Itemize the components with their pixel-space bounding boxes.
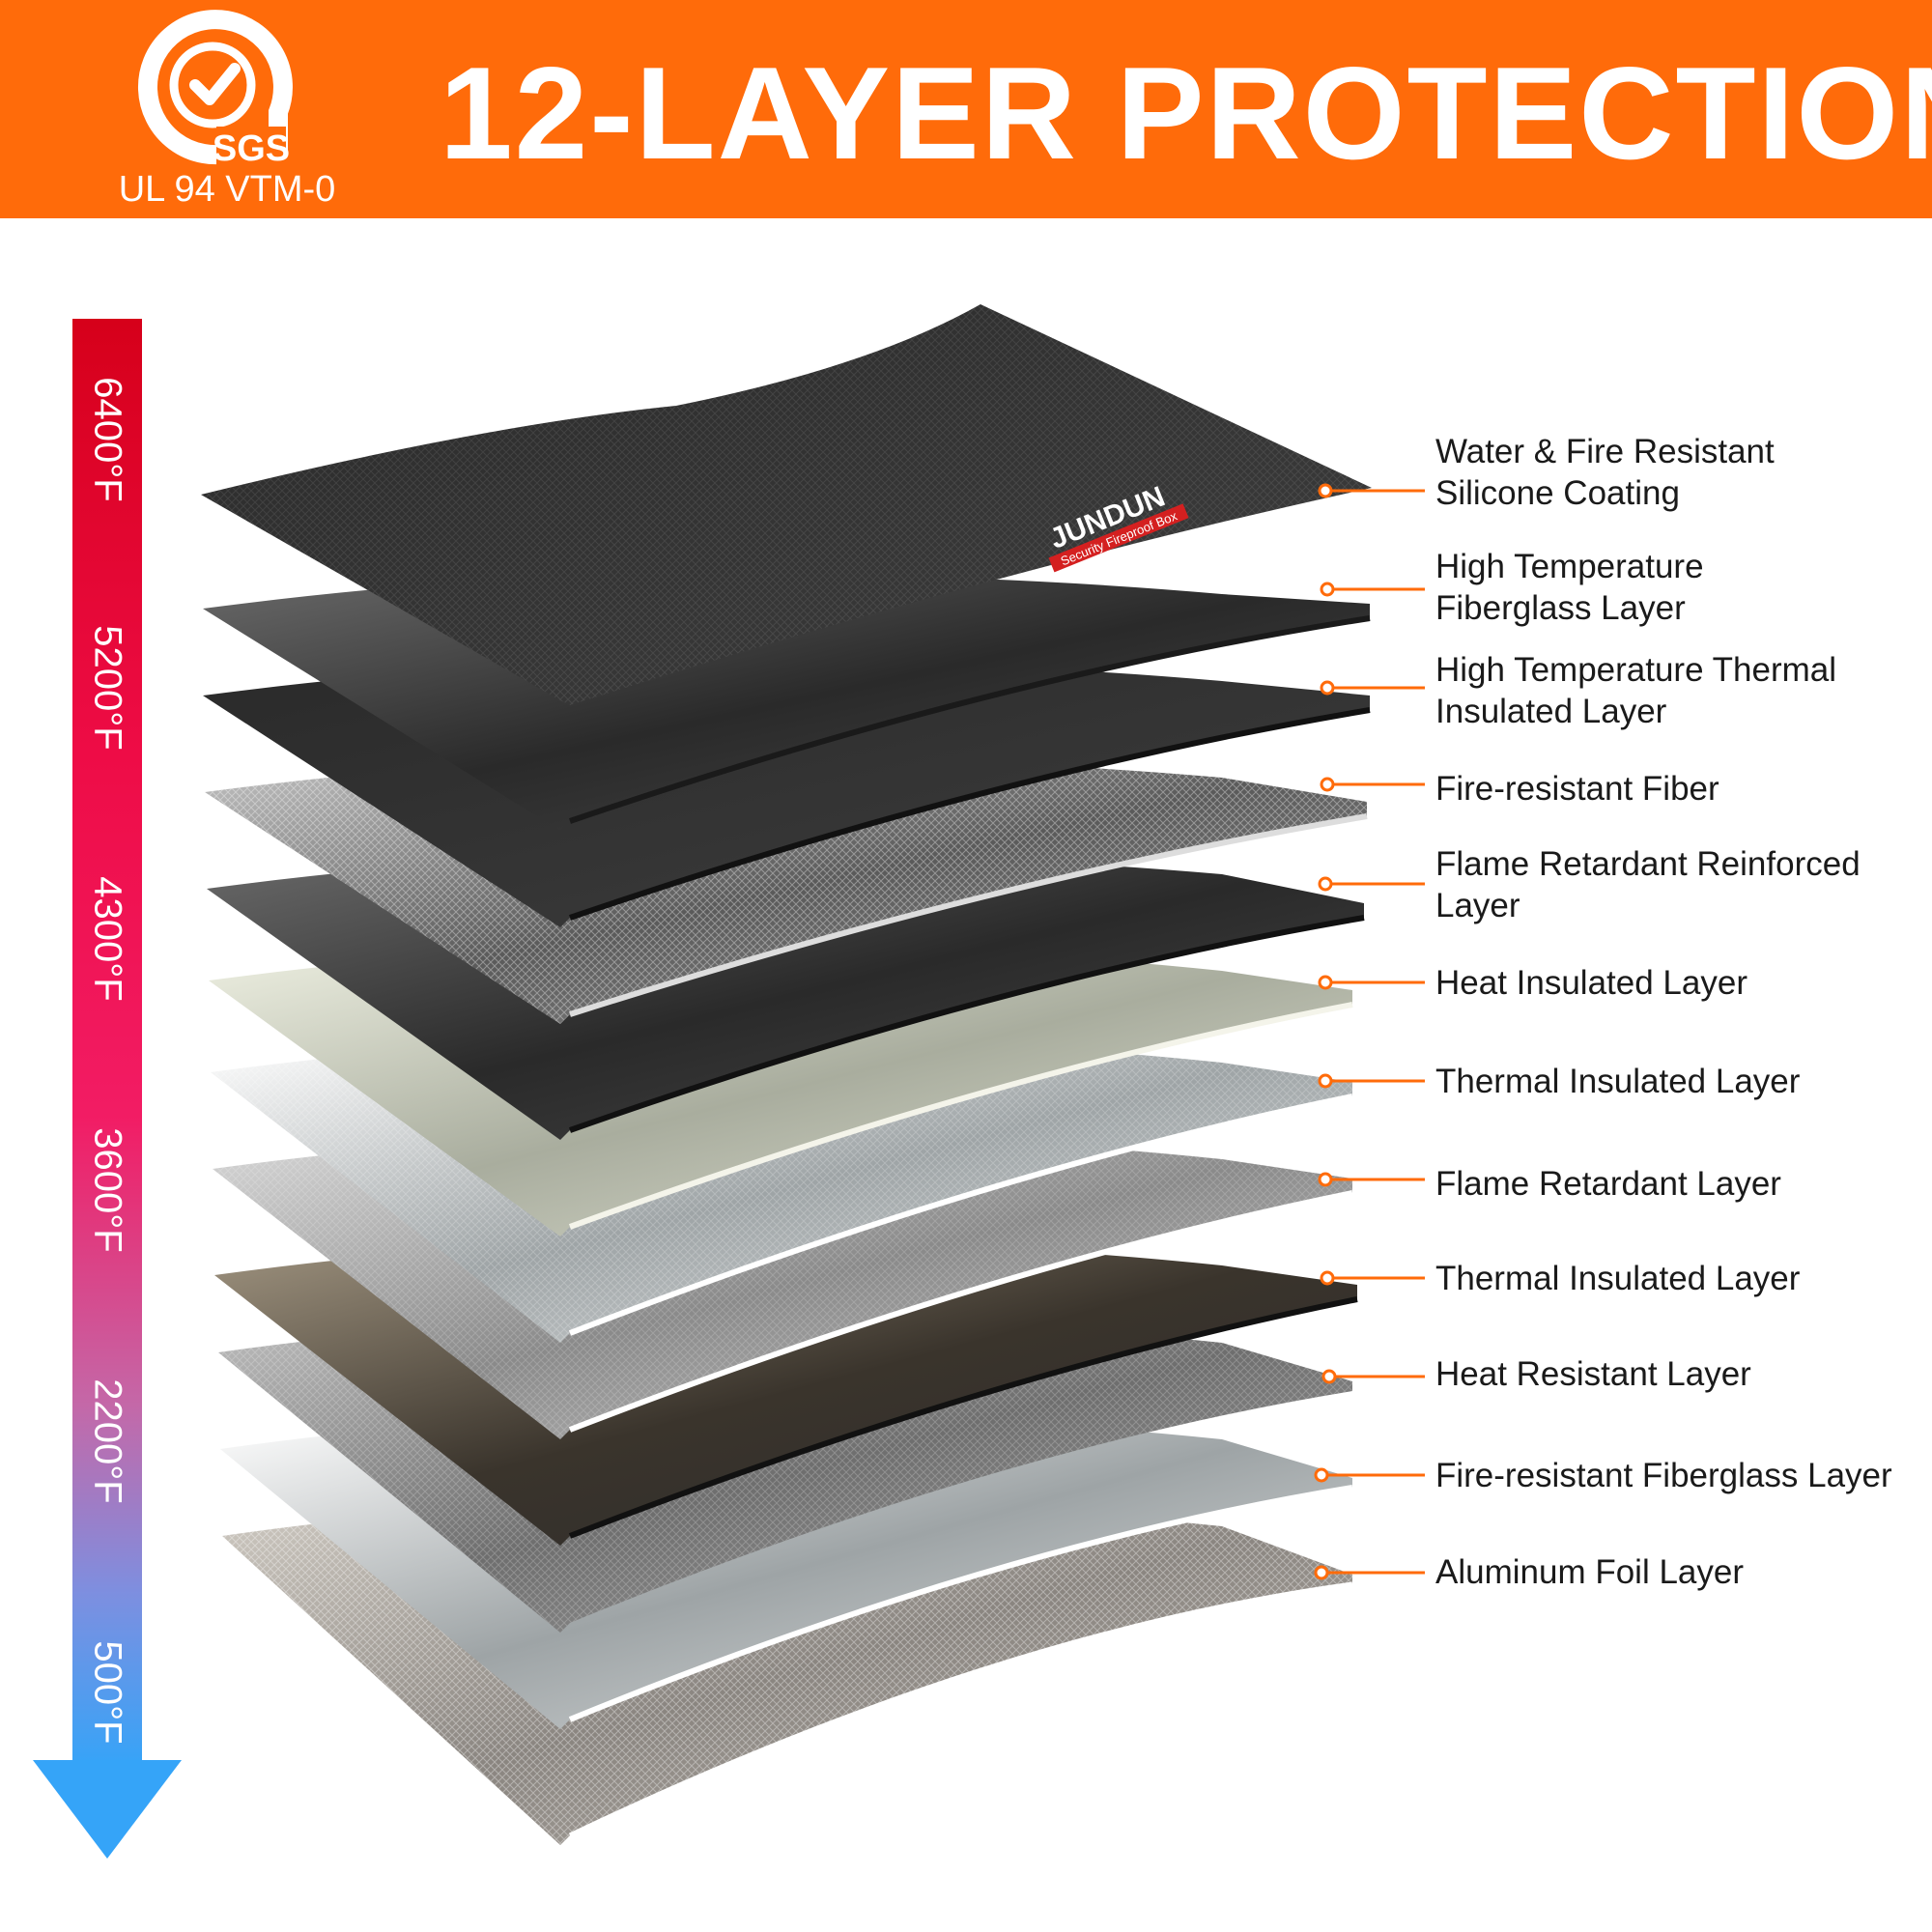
callout-dot-icon [1318, 1172, 1333, 1187]
temperature-gradient-bar [72, 319, 142, 1768]
layer-label-line: Insulated Layer [1435, 693, 1667, 730]
sgs-certification-icon: SGS [138, 10, 293, 167]
callout-dot-icon [1320, 1270, 1335, 1286]
callout-dot-icon [1314, 1565, 1329, 1580]
layer-label-line: Heat Insulated Layer [1435, 964, 1747, 1002]
layer-label-line: Layer [1435, 887, 1520, 924]
layer-label-line: Heat Resistant Layer [1435, 1355, 1751, 1393]
layer-label: Aluminum Foil Layer [1435, 1551, 1918, 1593]
callout-dot-icon [1320, 777, 1335, 792]
layer-label-line: Flame Retardant Layer [1435, 1165, 1781, 1203]
certification-label: UL 94 VTM-0 [118, 169, 336, 210]
brand-logo: JUNDUN Security Fireproof Box [1045, 480, 1189, 573]
callout-dot-icon [1318, 1073, 1333, 1089]
callout-lines [1314, 483, 1425, 1580]
layer-label-line: Thermal Insulated Layer [1435, 1063, 1801, 1100]
layer-label-line: Aluminum Foil Layer [1435, 1553, 1744, 1591]
layer-label-line: Silicone Coating [1435, 474, 1680, 512]
sgs-logo-text: SGS [213, 128, 290, 167]
callout-dot-icon [1318, 975, 1333, 990]
layer-label: Thermal Insulated Layer [1435, 1258, 1918, 1299]
layer-label-line: Fire-resistant Fiberglass Layer [1435, 1457, 1892, 1494]
arrow-down-icon [33, 1760, 182, 1859]
callout-dot-icon [1318, 876, 1333, 892]
layer-label-line: Fire-resistant Fiber [1435, 770, 1719, 808]
layer-silicone-coating [201, 304, 1372, 705]
layer-label: Fire-resistant Fiberglass Layer [1435, 1455, 1918, 1496]
page-title: 12-LAYER PROTECTION [440, 40, 1932, 186]
callout-dot-icon [1320, 680, 1335, 696]
layer-label-line: High Temperature Thermal [1435, 651, 1837, 689]
callout-dot-icon [1314, 1467, 1329, 1483]
callout-dot-icon [1321, 1369, 1337, 1384]
layer-label: Heat Resistant Layer [1435, 1353, 1918, 1395]
layer-label-line: Thermal Insulated Layer [1435, 1260, 1801, 1297]
header-banner: SGS UL 94 VTM-0 12-LAYER PROTECTION [0, 0, 1932, 218]
layer-label: Heat Insulated Layer [1435, 962, 1918, 1004]
callout-dot-icon [1318, 483, 1333, 498]
layer-label: Fire-resistant Fiber [1435, 768, 1918, 810]
layer-label-line: Fiberglass Layer [1435, 589, 1686, 627]
layer-label-line: High Temperature [1435, 548, 1704, 585]
layer-label-line: Water & Fire Resistant [1435, 433, 1775, 470]
layer-label: Thermal Insulated Layer [1435, 1061, 1918, 1102]
callout-dot-icon [1320, 582, 1335, 597]
layer-label: Flame Retardant Layer [1435, 1163, 1918, 1205]
layer-label-line: Flame Retardant Reinforced [1435, 845, 1861, 883]
